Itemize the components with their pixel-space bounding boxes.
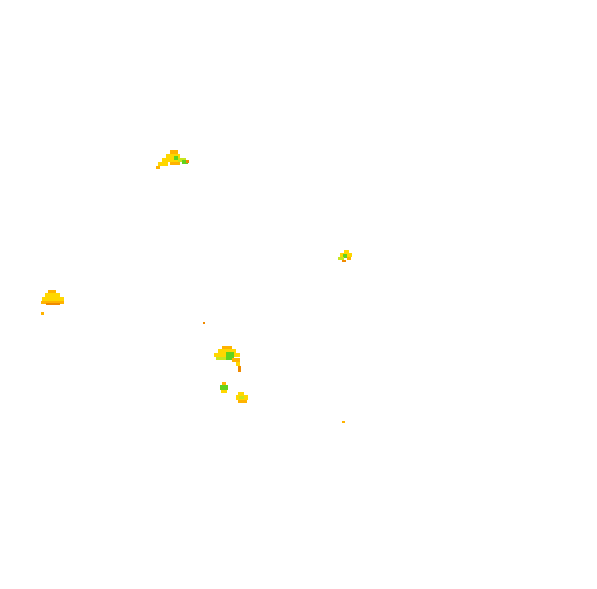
map-cell [222,382,226,385]
map-cell [342,421,345,423]
patch-south-small-a [220,382,228,393]
map-cell [182,160,188,164]
map-cell [156,166,160,169]
map-cell [174,156,178,160]
map-cell [186,160,189,163]
map-cell [158,162,168,166]
patch-layer [41,150,352,423]
patch-southeast-dot [342,421,345,423]
patch-north [156,150,189,169]
map-cell [46,303,60,305]
map-cell [221,390,227,393]
patch-south-small-b [236,392,248,403]
map-cell [216,357,226,360]
map-cell [218,349,236,353]
map-cell [238,400,247,403]
patch-west [41,290,64,305]
map-cell [226,352,234,360]
map-cell [232,358,240,362]
patch-west-dot [41,312,44,315]
patch-center-dot [203,322,205,324]
map-cell [166,154,180,158]
map-cell [236,362,240,366]
patch-south-main [214,346,241,372]
map-cell [343,254,347,258]
map-cell [238,366,241,372]
map-cell [238,392,244,395]
map-cell [162,158,182,162]
map-cell [45,293,60,297]
map-cell [222,346,232,349]
map-cell [344,250,349,253]
map-cell [48,290,56,293]
map-cell [42,297,64,301]
map-cell [170,162,180,165]
patch-east [338,250,352,262]
map-cell [203,322,205,324]
map-cell [41,301,64,304]
map-cell [347,257,351,260]
map-cell [342,260,346,262]
map-cell [338,257,344,260]
map-cell [41,312,44,315]
map-cell [170,150,178,154]
map-cell [220,385,228,390]
map-cell [239,396,244,399]
